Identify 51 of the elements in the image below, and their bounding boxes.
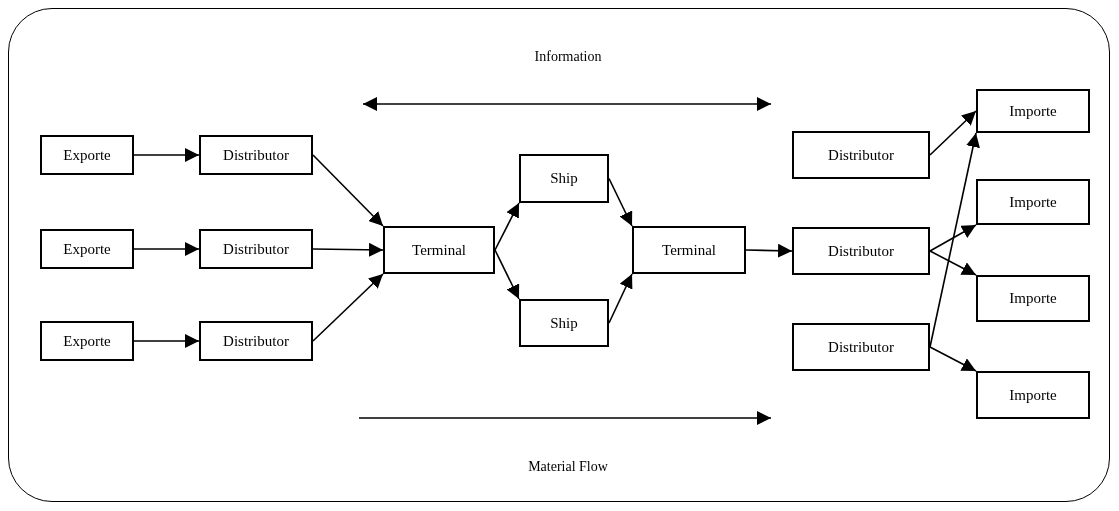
box-label: Terminal — [662, 241, 716, 259]
arrow — [312, 154, 384, 227]
flow-label: Information — [534, 49, 602, 65]
process-box — [632, 226, 746, 274]
box-label: Importe — [1009, 290, 1057, 307]
arrow — [312, 242, 384, 257]
box-label: Exporte — [63, 332, 111, 350]
arrow — [133, 334, 200, 348]
box-label: Distributor — [828, 146, 894, 164]
arrow — [133, 242, 200, 256]
process-box — [199, 321, 313, 361]
arrow — [745, 243, 793, 258]
process-box — [199, 135, 313, 175]
arrow — [929, 346, 977, 372]
box-label: Ship — [550, 314, 578, 332]
process-box — [40, 135, 134, 175]
process-box — [792, 227, 930, 275]
arrow — [929, 250, 977, 276]
box-label: Distributor — [223, 240, 289, 258]
box-label: Exporte — [63, 146, 111, 164]
process-box — [519, 299, 609, 347]
process-box — [976, 371, 1090, 419]
flow-label: Material Flow — [528, 459, 608, 475]
box-label: Distributor — [223, 146, 289, 164]
box-label: Distributor — [223, 332, 289, 350]
process-box — [976, 275, 1090, 322]
process-box — [976, 89, 1090, 133]
box-label: Ship — [550, 170, 578, 187]
arrow — [312, 273, 384, 342]
box-label: Importe — [1009, 102, 1057, 120]
process-box — [519, 154, 609, 203]
box-label: Importe — [1009, 193, 1057, 211]
arrow — [494, 202, 520, 251]
box-label: Distributor — [828, 242, 894, 260]
box-label: Exporte — [63, 240, 111, 258]
arrow — [133, 148, 200, 162]
process-box — [976, 179, 1090, 225]
box-label: Distributor — [828, 338, 894, 356]
rounded-frame — [8, 8, 1110, 502]
arrow — [929, 110, 977, 156]
arrow — [929, 224, 977, 252]
box-label: Terminal — [412, 241, 466, 259]
process-box — [40, 229, 134, 269]
process-box — [199, 229, 313, 269]
box-label: Importe — [1009, 386, 1057, 404]
process-box — [383, 226, 495, 274]
arrow — [608, 273, 633, 324]
process-box — [40, 321, 134, 361]
process-box — [792, 323, 930, 371]
process-box — [792, 131, 930, 179]
arrow — [494, 249, 520, 300]
